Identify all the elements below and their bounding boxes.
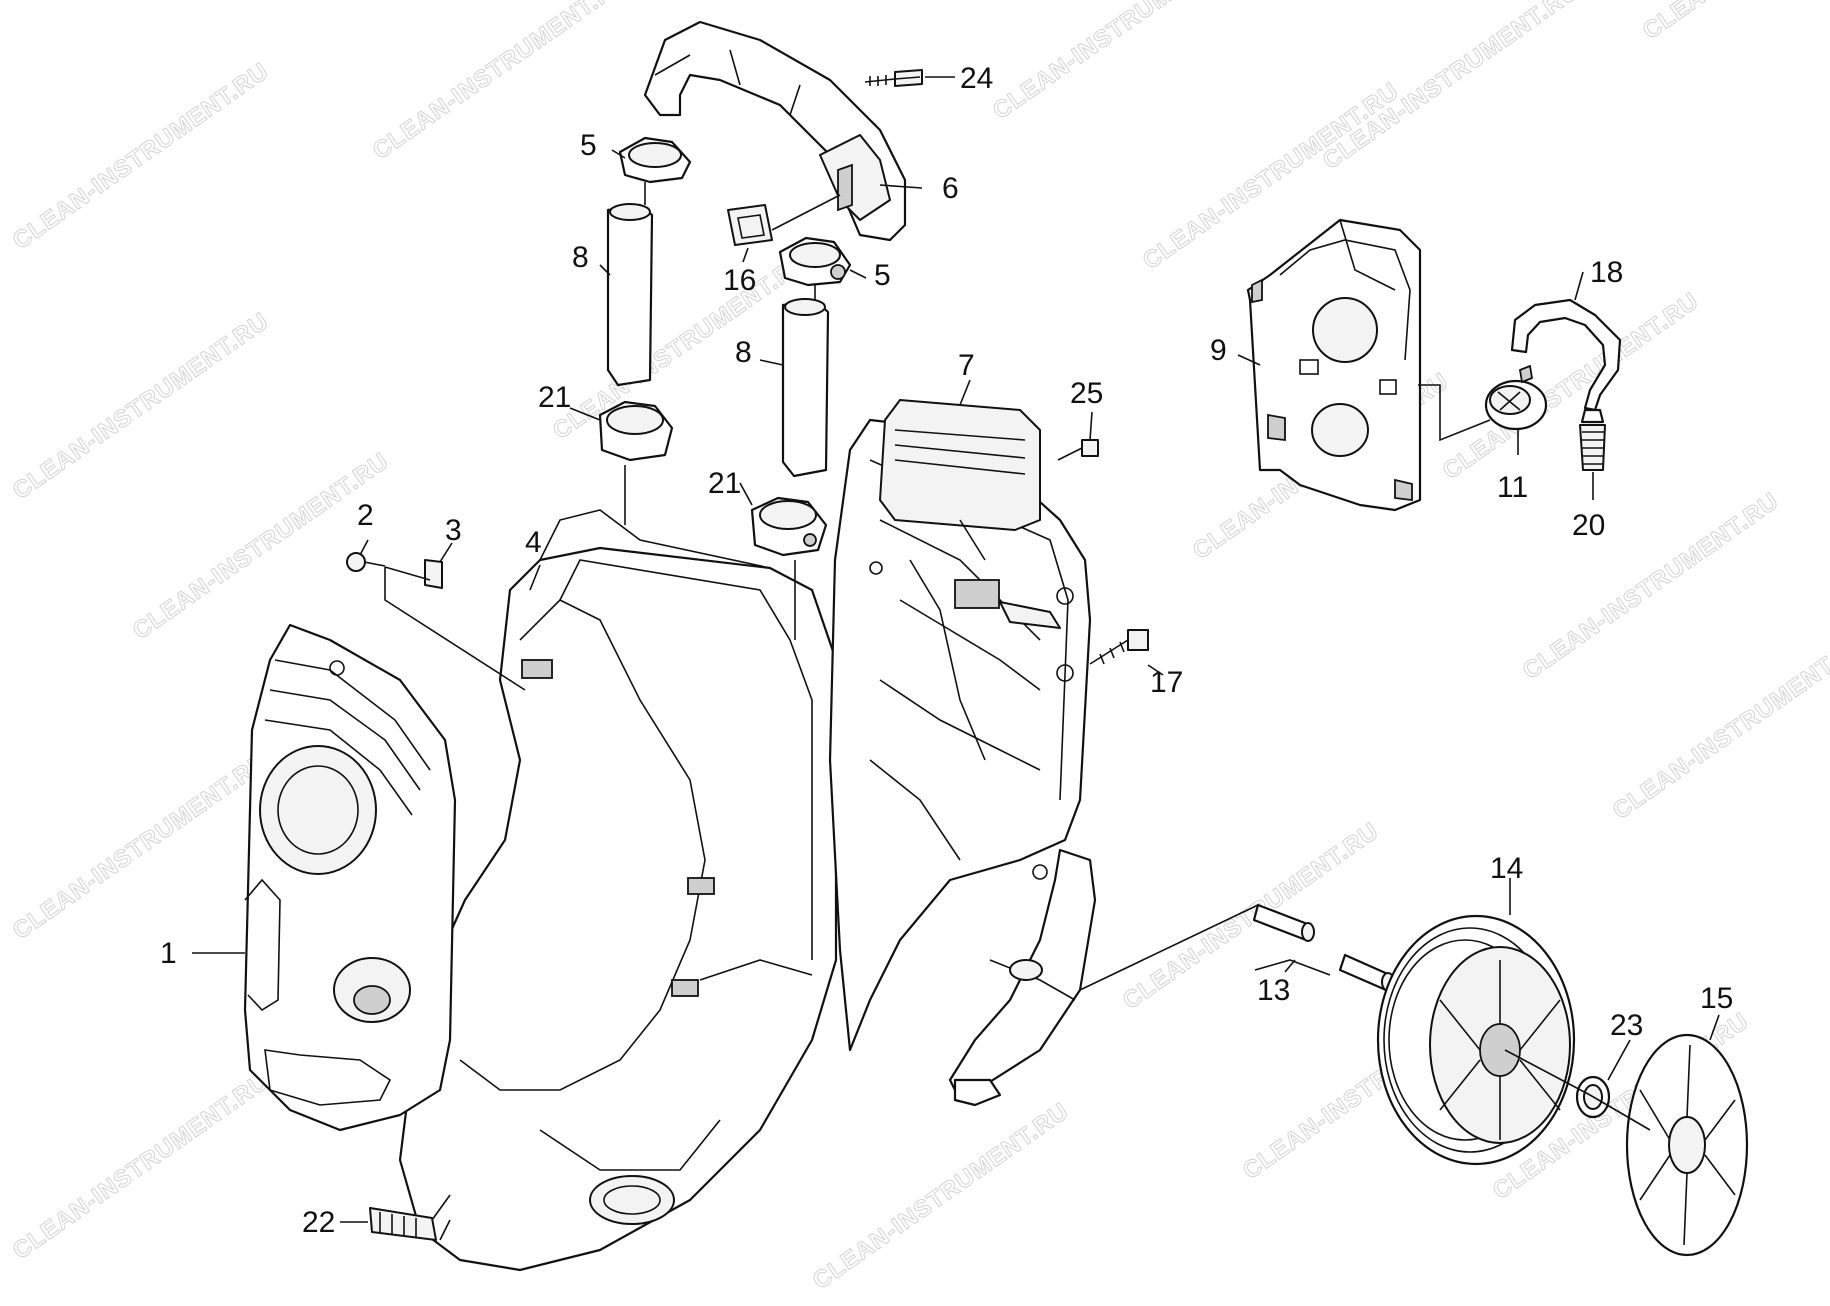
- part-9-bracket-plate: [1246, 218, 1422, 512]
- part-11-coupling: [1484, 364, 1548, 431]
- part-18-hose: [1510, 298, 1622, 412]
- callout-22: 22: [302, 1206, 335, 1239]
- callout-17: 17: [1150, 666, 1183, 699]
- callout-24: 24: [960, 62, 993, 95]
- callout-14: 14: [1490, 852, 1523, 885]
- part-1-front-cover: [243, 623, 457, 1132]
- watermark: CLEAN-INSTRUMENT.RU: [8, 1067, 274, 1264]
- part-7-rear-frame: [828, 399, 1097, 1107]
- callout-7: 7: [958, 349, 975, 382]
- callout-2: 2: [357, 499, 374, 532]
- callout-11: 11: [1497, 471, 1528, 504]
- part-3-clip: [424, 559, 443, 589]
- watermark: CLEAN-INSTRUMENT.RU: [1518, 487, 1784, 684]
- part-2-screw: [346, 552, 386, 572]
- part-8-handle-tube-b: [781, 298, 830, 478]
- callout-5a: 5: [580, 129, 597, 162]
- watermark: CLEAN-INSTRUMENT.RU: [1608, 627, 1830, 824]
- callout-13: 13: [1257, 974, 1290, 1007]
- part-22-strip: [369, 1207, 437, 1241]
- callout-18: 18: [1590, 256, 1623, 289]
- part-17-bolt: [1089, 629, 1149, 665]
- watermark: CLEAN-INSTRUMENT.RU: [8, 747, 274, 944]
- callout-21b: 21: [708, 467, 741, 500]
- callout-15: 15: [1700, 982, 1733, 1015]
- watermark: CLEAN-INSTRUMENT.RU: [1638, 0, 1830, 45]
- callout-21a: 21: [538, 381, 571, 414]
- callout-16: 16: [723, 264, 756, 297]
- watermark: CLEAN-INSTRUMENT.RU: [1118, 817, 1384, 1014]
- part-24-screw: [864, 69, 923, 87]
- part-21-tube-seat-a: [598, 400, 674, 462]
- callout-5b: 5: [874, 259, 891, 292]
- callout-4: 4: [525, 526, 542, 559]
- part-5-handle-cap-a: [618, 136, 692, 184]
- watermark: CLEAN-INSTRUMENT.RU: [808, 1097, 1074, 1294]
- callout-labels: 1 2 3 4 5 5 6 7 8 8 9 11 13 14 15 16 17 …: [160, 62, 1733, 1239]
- watermark: CLEAN-INSTRUMENT.RU: [988, 0, 1254, 125]
- part-4-main-housing: [398, 509, 838, 1272]
- watermark: CLEAN-INSTRUMENT.RU: [8, 307, 274, 504]
- watermark: CLEAN-INSTRUMENT.RU: [8, 57, 274, 254]
- callout-23: 23: [1610, 1009, 1643, 1042]
- callout-8a: 8: [572, 241, 589, 274]
- callout-20: 20: [1572, 509, 1605, 542]
- part-14-wheel: [1376, 914, 1576, 1166]
- part-15-hub-cap: [1625, 1033, 1749, 1257]
- part-21-tube-seat-b: [750, 496, 828, 557]
- part-16-clip: [727, 204, 773, 246]
- part-20-filter: [1579, 408, 1606, 471]
- part-5-handle-cap-b: [778, 236, 852, 287]
- callout-25: 25: [1070, 377, 1103, 410]
- part-8-handle-tube-a: [606, 203, 654, 387]
- part-6-handle: [643, 20, 907, 242]
- callout-1: 1: [160, 937, 177, 970]
- watermark: CLEAN-INSTRUMENT.RU: [1318, 0, 1584, 175]
- callout-9: 9: [1210, 334, 1227, 367]
- callout-3: 3: [445, 514, 462, 547]
- part-25-screw: [1057, 439, 1099, 461]
- leader-lines: [192, 76, 1720, 1241]
- callout-8b: 8: [735, 336, 752, 369]
- watermark: CLEAN-INSTRUMENT.RU: [128, 447, 394, 644]
- callout-6: 6: [942, 172, 959, 205]
